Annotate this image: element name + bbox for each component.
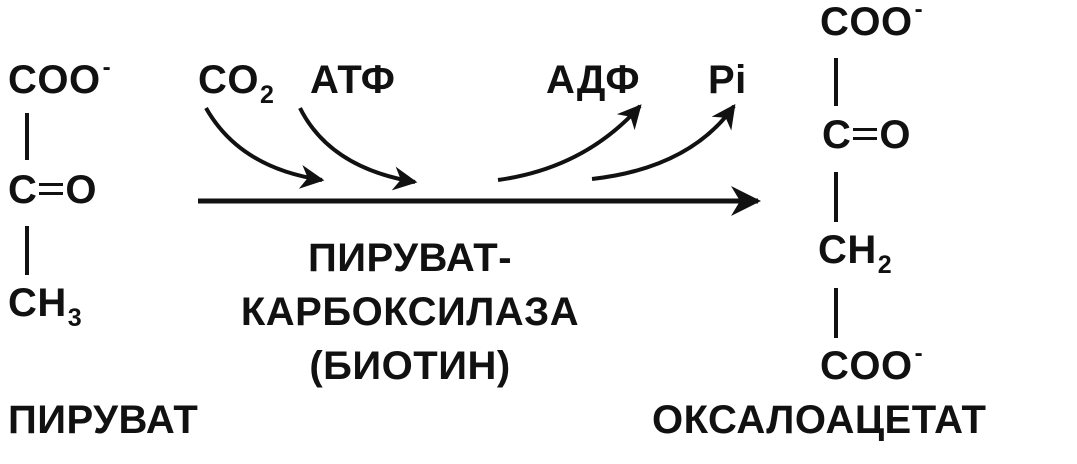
pyruvate-carbonyl-oxygen: O bbox=[65, 168, 98, 212]
oxaloacetate-double-bond bbox=[853, 128, 878, 141]
output-adp-label: АДФ bbox=[546, 58, 640, 102]
oxaloacetate-name-label: ОКСАЛОАЦЕТАТ bbox=[652, 398, 987, 442]
oxaloacetate-carboxyl-top-group: COO- bbox=[820, 0, 924, 44]
oxaloacetate-carboxyl-bottom-group: COO- bbox=[820, 342, 923, 388]
oxaloacetate-methylene-text: CH bbox=[818, 228, 877, 272]
pyruvate-methyl-text: CH bbox=[8, 281, 67, 325]
pyruvate-double-bond bbox=[39, 183, 64, 196]
oxaloacetate-carbonyl-oxygen: O bbox=[879, 113, 912, 157]
pyruvate-carbonyl-carbon: C bbox=[8, 168, 38, 212]
pyruvate-carboxyl-group: COO- bbox=[8, 56, 111, 102]
atp-input-arrow bbox=[298, 107, 418, 191]
input-atp-label: АТФ bbox=[310, 58, 396, 102]
pyruvate-carboxyl-charge: - bbox=[102, 54, 112, 81]
input-co2-label: CO2 bbox=[198, 58, 274, 108]
oxaloacetate-carbonyl-carbon: C bbox=[822, 113, 852, 157]
input-co2-text: CO bbox=[198, 58, 259, 102]
oxaloacetate-carboxyl-bottom-text: COO bbox=[820, 344, 913, 388]
pyruvate-name-label: ПИРУВАТ bbox=[8, 398, 199, 442]
oxaloacetate-carboxyl-top-charge: - bbox=[914, 0, 924, 23]
input-co2-subscript: 2 bbox=[260, 81, 275, 109]
pyruvate-methyl-group: CH3 bbox=[8, 281, 82, 331]
co2-input-arrow bbox=[204, 107, 325, 189]
pi-output-arrow bbox=[591, 104, 736, 181]
adp-output-arrow bbox=[497, 104, 642, 182]
oxaloacetate-methylene-subscript: 2 bbox=[877, 251, 893, 279]
enzyme-cofactor-label: (БИОТИН) bbox=[309, 344, 511, 388]
enzyme-name-line-2: КАРБОКСИЛАЗА bbox=[240, 290, 580, 334]
oxaloacetate-methylene-group: CH2 bbox=[818, 228, 892, 278]
pyruvate-carboxyl-text: COO bbox=[8, 58, 101, 102]
pyruvate-methyl-subscript: 3 bbox=[67, 304, 83, 332]
oxaloacetate-carboxyl-bottom-charge: - bbox=[914, 340, 924, 367]
oxaloacetate-carboxyl-top-text: COO bbox=[820, 0, 913, 44]
output-pi-label: Pi bbox=[708, 58, 747, 102]
enzyme-name-line-1: ПИРУВАТ- bbox=[307, 236, 513, 280]
